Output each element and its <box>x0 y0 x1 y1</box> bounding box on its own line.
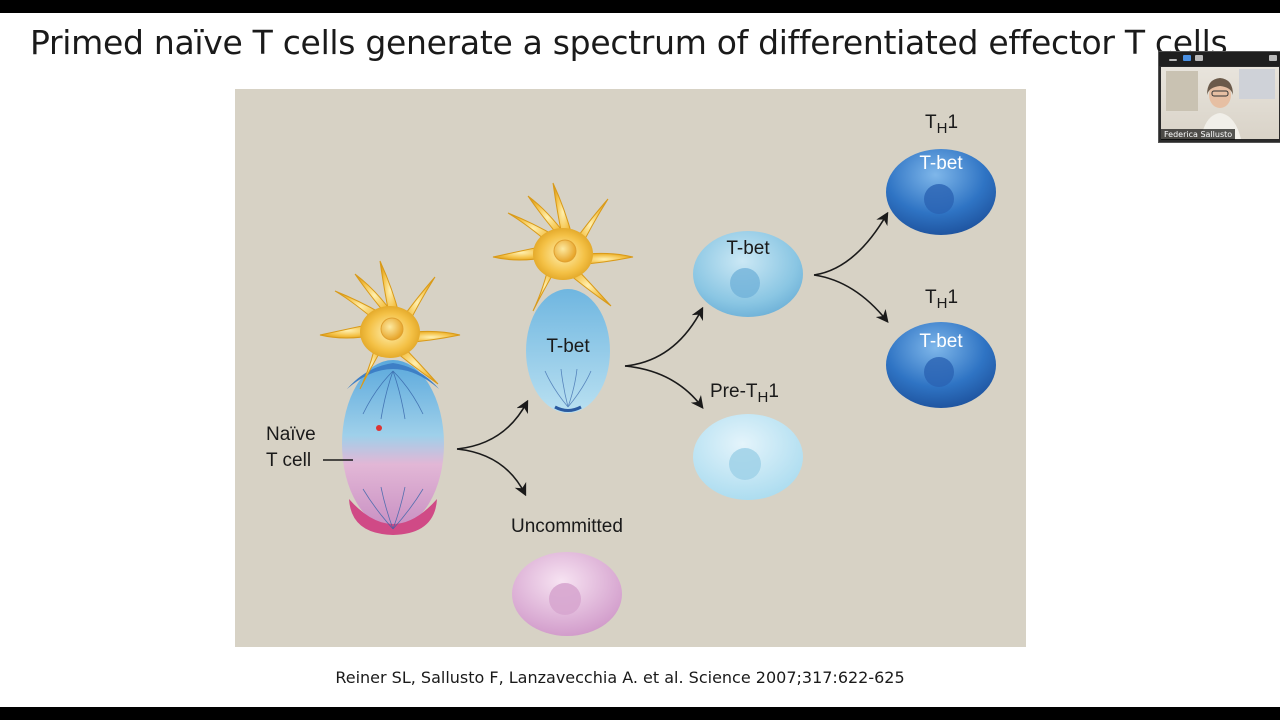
minimize-icon[interactable] <box>1169 59 1177 61</box>
th1-lower-suffix: 1 <box>947 287 958 308</box>
tbet-cell-label: T-bet <box>726 238 770 259</box>
th1-upper-subscript: H <box>937 120 948 137</box>
diagram-figure: Naïve T cell T-bet <box>235 89 1026 647</box>
tbet-cell: T-bet <box>693 231 803 317</box>
participant-video-tile[interactable]: Federica Sallusto <box>1158 51 1280 143</box>
arrow-to-pre-th1 <box>624 365 704 410</box>
pointer-dot <box>376 425 382 431</box>
pre-th1-suffix: 1 <box>768 381 779 402</box>
slide-title: Primed naïve T cells generate a spectrum… <box>30 23 1228 62</box>
primed-cell-tbet-label: T-bet <box>546 336 590 357</box>
dendritic-cell-1 <box>319 260 461 390</box>
dendritic-cell-2 <box>492 182 634 312</box>
slide: Primed naïve T cells generate a spectrum… <box>0 13 1280 707</box>
speaker-view-icon[interactable] <box>1183 55 1191 61</box>
primed-tbet-cell: T-bet <box>526 289 610 413</box>
th1-lower-label: TH1 <box>925 287 958 312</box>
th1-upper-prefix: T <box>925 112 937 133</box>
naive-label-line2: T cell <box>266 450 311 471</box>
th1-cell-upper: T-bet <box>886 149 996 235</box>
pre-th1-prefix: Pre-T <box>710 381 758 402</box>
th1-upper-label: TH1 <box>925 112 958 137</box>
th1-upper-suffix: 1 <box>947 112 958 133</box>
arrow-to-th1-lower <box>813 274 889 323</box>
pre-th1-subscript: H <box>758 389 769 406</box>
citation: Reiner SL, Sallusto F, Lanzavecchia A. e… <box>335 668 905 687</box>
expand-icon[interactable] <box>1269 55 1277 61</box>
participant-name: Federica Sallusto <box>1161 129 1236 140</box>
th1-lower-subscript: H <box>937 295 948 312</box>
arrow-naive-to-tbet <box>456 399 529 450</box>
arrow-to-th1-upper <box>813 211 889 276</box>
arrow-naive-to-uncommitted <box>456 448 527 497</box>
naive-label-line1: Naïve <box>266 424 316 445</box>
differentiation-diagram: Naïve T cell T-bet <box>266 112 996 636</box>
uncommitted-cell <box>512 552 622 636</box>
gallery-view-icon[interactable] <box>1195 55 1203 61</box>
pre-th1-cell <box>693 414 803 500</box>
uncommitted-label: Uncommitted <box>511 516 623 537</box>
th1-lower-prefix: T <box>925 287 937 308</box>
th1-lower-tbet-label: T-bet <box>919 331 963 352</box>
video-tile-toolbar <box>1159 52 1280 66</box>
th1-upper-tbet-label: T-bet <box>919 153 963 174</box>
th1-cell-lower: T-bet <box>886 322 996 408</box>
arrow-to-tbet-cell <box>624 306 704 367</box>
participant-video <box>1161 67 1279 139</box>
pre-th1-label: Pre-TH1 <box>710 381 779 406</box>
naive-t-cell <box>342 360 444 535</box>
